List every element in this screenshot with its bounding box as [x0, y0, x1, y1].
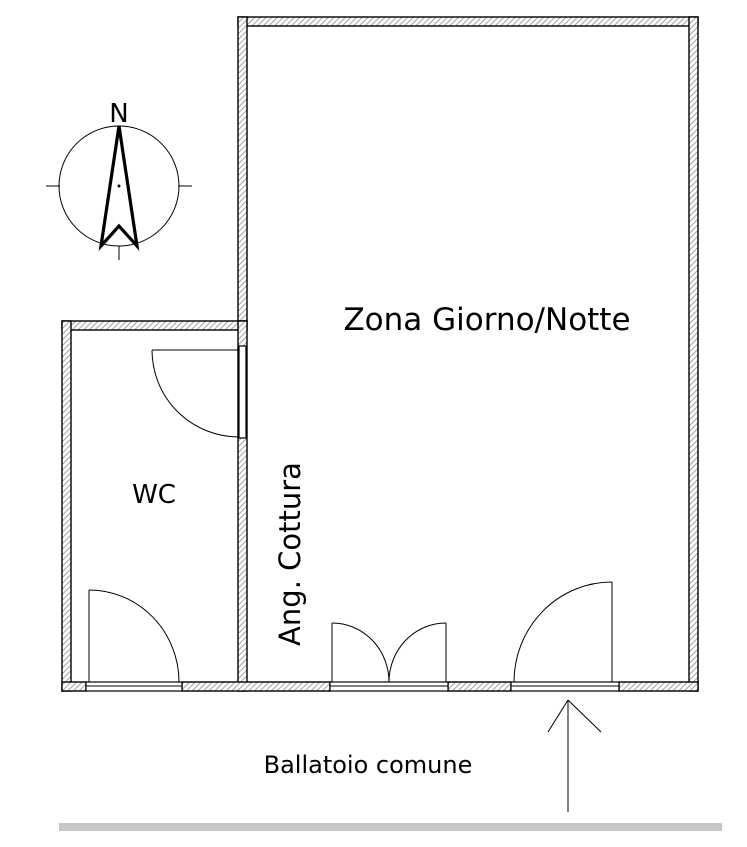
ground-bar	[59, 823, 722, 831]
entrance-arrow-icon	[547, 699, 602, 812]
north-label: N	[109, 99, 128, 129]
double-door	[331, 622, 447, 683]
wc-inner-door	[151, 345, 247, 439]
wall-main-left-upper	[237, 16, 248, 322]
door-openings	[85, 681, 620, 692]
area-label-corridor: Ballatoio comune	[264, 751, 473, 779]
walls	[61, 16, 699, 692]
wall-bottom-3	[447, 681, 512, 692]
wall-bottom-1	[61, 681, 87, 692]
wall-bottom-2	[181, 681, 331, 692]
wall-wc-left	[61, 320, 72, 692]
room-label-kitchenette: Ang. Cottura	[273, 462, 307, 646]
wall-wc-top	[61, 320, 248, 331]
main-entrance-door	[513, 581, 613, 683]
room-label-wc: WC	[132, 480, 176, 510]
wall-main-right	[688, 16, 699, 692]
wall-bottom-4	[618, 681, 699, 692]
wall-main-top	[237, 16, 699, 27]
north-arrow-icon: N	[46, 99, 192, 260]
room-label-living: Zona Giorno/Notte	[343, 302, 630, 338]
wc-entrance-door	[88, 589, 180, 683]
